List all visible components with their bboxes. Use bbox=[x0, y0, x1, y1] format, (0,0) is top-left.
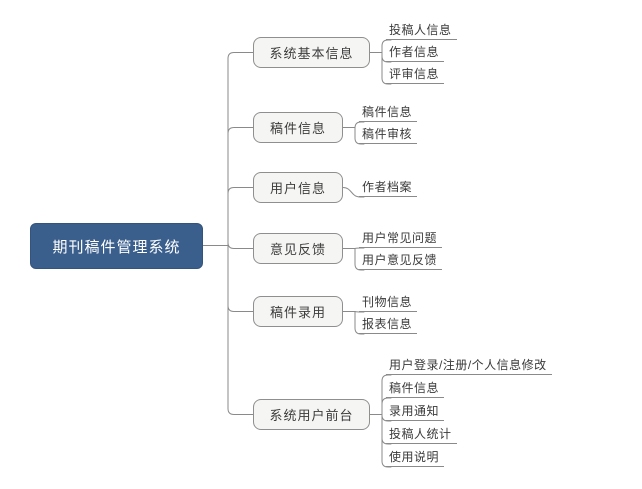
connector-branch-6 bbox=[227, 408, 254, 415]
connector-branch-1 bbox=[227, 52, 254, 59]
connector-b4-leaf-1 bbox=[354, 247, 365, 249]
leaf-node-submitter-info[interactable]: 投稿人信息 bbox=[386, 21, 457, 40]
leaf-node-user-faq[interactable]: 用户常见问题 bbox=[359, 229, 443, 248]
connector-b6-leaf-3 bbox=[381, 414, 392, 422]
connector-branch-5 bbox=[227, 305, 254, 312]
leaf-node-review-info[interactable]: 评审信息 bbox=[386, 65, 445, 84]
branch-node-system-user-frontend[interactable]: 系统用户前台 bbox=[253, 399, 370, 430]
leaf-node-submitter-statistics[interactable]: 投稿人统计 bbox=[386, 425, 457, 444]
branch-node-manuscript-info[interactable]: 稿件信息 bbox=[253, 112, 343, 143]
connector-b6-leaf-5 bbox=[381, 460, 392, 468]
connector-b5-leaf-2 bbox=[354, 327, 365, 335]
leaf-node-frontend-manuscript-info[interactable]: 稿件信息 bbox=[386, 379, 445, 398]
leaf-node-acceptance-notice[interactable]: 录用通知 bbox=[386, 402, 445, 421]
connector-b2-leaf-1 bbox=[354, 121, 365, 129]
connector-b2-leaf-2 bbox=[354, 137, 365, 145]
connector-branch-3 bbox=[227, 187, 254, 194]
root-node-journal-system[interactable]: 期刊稿件管理系统 bbox=[30, 223, 203, 269]
branch-node-manuscript-acceptance[interactable]: 稿件录用 bbox=[253, 296, 343, 327]
leaf-node-report-info[interactable]: 报表信息 bbox=[359, 315, 418, 334]
connector-b6-leaf-4 bbox=[381, 437, 392, 445]
leaf-node-publication-info[interactable]: 刊物信息 bbox=[359, 293, 418, 312]
connector-b6-leaf-2 bbox=[381, 397, 392, 405]
leaf-node-manuscript-info[interactable]: 稿件信息 bbox=[359, 103, 418, 122]
leaf-node-author-archive[interactable]: 作者档案 bbox=[359, 178, 418, 197]
connector-b5-leaf-1 bbox=[354, 311, 365, 313]
branch-node-feedback[interactable]: 意见反馈 bbox=[253, 233, 343, 264]
connector-b6-leaf-1 bbox=[381, 374, 392, 382]
leaf-node-manuscript-review[interactable]: 稿件审核 bbox=[359, 125, 418, 144]
leaf-node-login-register-profile[interactable]: 用户登录/注册/个人信息修改 bbox=[386, 356, 552, 375]
branch-node-user-info[interactable]: 用户信息 bbox=[253, 172, 343, 203]
leaf-node-author-info[interactable]: 作者信息 bbox=[386, 43, 445, 62]
leaf-node-user-feedback[interactable]: 用户意见反馈 bbox=[359, 251, 443, 270]
branch-node-system-basic-info[interactable]: 系统基本信息 bbox=[253, 37, 370, 68]
connector-branch-4 bbox=[227, 242, 254, 249]
connector-b4-leaf-2 bbox=[354, 263, 365, 271]
leaf-node-usage-instructions[interactable]: 使用说明 bbox=[386, 448, 445, 467]
connector-branch-2 bbox=[227, 127, 254, 134]
connector-b1-leaf-1 bbox=[381, 39, 392, 47]
